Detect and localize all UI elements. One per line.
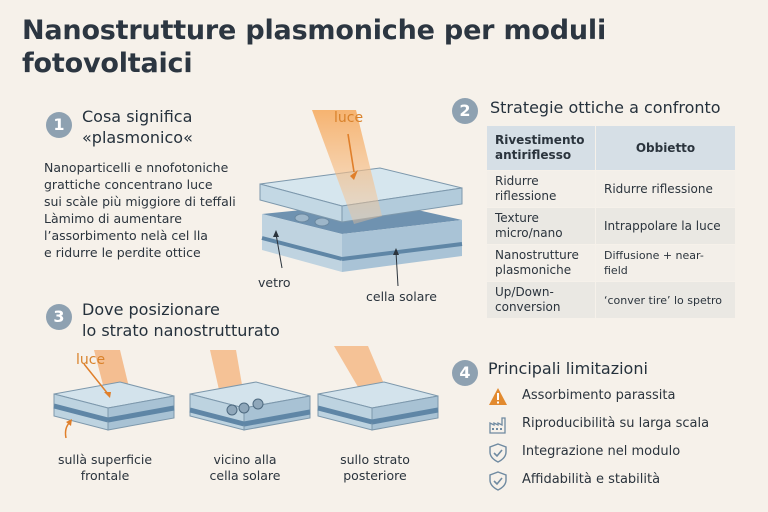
glass-label: vetro [258, 275, 291, 290]
shield-check-icon [489, 443, 507, 463]
page-title: Nanostrutture plasmoniche per moduli fot… [22, 15, 607, 79]
nanoparticle [238, 402, 250, 414]
table-cell: Texture micro/nano [486, 207, 596, 245]
paragraph-line: l’assorbimento nelà cel lla [44, 228, 208, 243]
section-1-light-label: luce [334, 110, 364, 126]
factory-icon [489, 417, 506, 434]
warning-icon [489, 388, 507, 405]
nanoparticle [294, 213, 310, 223]
position-near-cell-label: vicino alla cella solare [190, 452, 300, 484]
table-row: Texture micro/nano Intrappolare la luce [486, 207, 736, 245]
section-4-badge: 4 [452, 360, 478, 386]
section-1-title-line1: Cosa significa [82, 107, 193, 126]
limitation-label: Riproducibilità su larga scala [522, 416, 710, 431]
section-1-title-line2: «plasmonico« [82, 128, 193, 147]
section-2-title: Strategie ottiche a confronto [490, 98, 721, 117]
table-row: Ridurre riflessione Ridurre riflessione [486, 170, 736, 208]
table-header-cell: Rivestimento antiriflesso [486, 125, 596, 171]
position-back-label-line2: posteriore [343, 468, 407, 483]
cell-label: cella solare [366, 289, 437, 304]
limitation-item: Riproducibilità su larga scala [488, 413, 758, 437]
paragraph-line: e ridurre le perdite ottice [44, 245, 201, 260]
section-2-badge: 2 [452, 98, 478, 124]
position-back-illustration [317, 346, 439, 431]
light-beam [312, 110, 382, 224]
table-cell: Intrappolare la luce [595, 207, 736, 245]
table-header-cell: Obbietto [595, 125, 736, 171]
table-cell: ‘conver tire’ lo spetro [595, 281, 736, 319]
limitation-label: Integrazione nel modulo [522, 444, 681, 459]
section-4-title: Principali limitazioni [488, 359, 648, 378]
table-header-row: Rivestimento antiriflesso Obbietto [486, 125, 736, 171]
nanoparticle [226, 404, 238, 416]
section-3-badge: 3 [46, 304, 72, 330]
position-near-cell-label-line2: cella solare [209, 468, 281, 483]
position-back-label: sullo strato posteriore [320, 452, 430, 484]
shield-check-icon [489, 471, 507, 491]
cell-side-face [342, 220, 462, 272]
plasmonic-stack-illustration [259, 110, 463, 287]
section-3-light-label: luce [76, 352, 106, 368]
section-1-paragraph: Nanoparticelli e nnofotoniche grattiche … [44, 159, 236, 261]
limitation-item: Assorbimento parassita [488, 385, 758, 409]
paragraph-line: Làmimo di aumentare [44, 211, 182, 226]
section-3-title: Dove posizionare lo strato nanostruttura… [82, 299, 280, 341]
nanoparticle [314, 217, 330, 227]
strategies-table: Rivestimento antiriflesso Obbietto Ridur… [486, 125, 736, 319]
position-near-cell-label-line1: vicino alla [213, 452, 277, 467]
position-front-illustration [53, 350, 175, 439]
paragraph-line: Nanoparticelli e nnofotoniche [44, 160, 229, 175]
position-near-cell-illustration [189, 350, 311, 431]
table-cell: Ridurre riflessione [486, 170, 596, 208]
table-cell: Diffusione + near-field [595, 244, 736, 282]
table-row: Nanostrutture plasmoniche Diffusione + n… [486, 244, 736, 282]
limitation-item: Affidabilità e stabilità [488, 469, 758, 493]
paragraph-line: sui scàle più miggiore di teffali [44, 194, 236, 209]
nanoparticle [252, 398, 264, 410]
table-row: Up/Down-conversion ‘conver tire’ lo spet… [486, 281, 736, 319]
position-front-label: sullà superficie frontale [50, 452, 160, 484]
position-front-label-line1: sullà superficie [57, 452, 153, 467]
table-cell: Up/Down-conversion [486, 281, 596, 319]
cell-front-face [262, 214, 342, 272]
table-cell: Ridurre riflessione [595, 170, 736, 208]
section-1-title: Cosa significa «plasmonico« [82, 106, 193, 148]
limitation-label: Assorbimento parassita [522, 388, 676, 403]
section-3-title-line2: lo strato nanostrutturato [82, 321, 280, 340]
position-back-label-line1: sullo strato [340, 452, 410, 467]
table-cell: Nanostrutture plasmoniche [486, 244, 596, 282]
limitation-label: Affidabilità e stabilità [522, 472, 661, 487]
section-1-badge: 1 [46, 112, 72, 138]
section-3-title-line1: Dove posizionare [82, 300, 220, 319]
limitation-item: Integrazione nel modulo [488, 441, 758, 465]
paragraph-line: grattiche concentrano luce [44, 177, 213, 192]
position-front-label-line2: frontale [80, 468, 130, 483]
